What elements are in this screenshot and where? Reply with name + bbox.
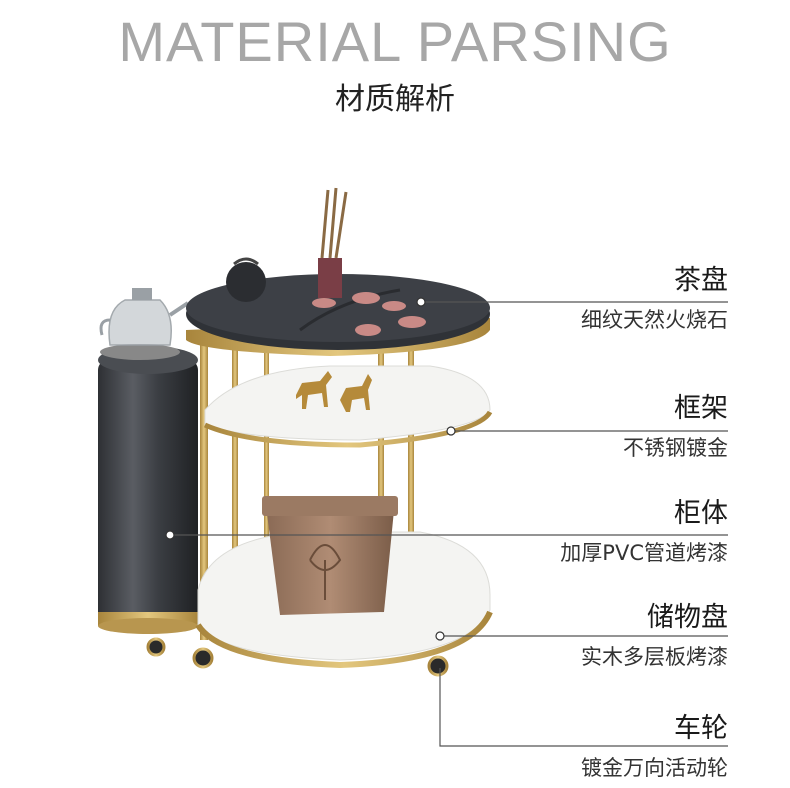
callout-subtitle: 实木多层板烤漆: [581, 645, 728, 669]
callout-title: 柜体: [674, 498, 728, 529]
callout-storage-tray: 储物盘 实木多层板烤漆: [581, 604, 728, 668]
callout-title: 储物盘: [647, 602, 728, 633]
callout-frame: 框架 不锈钢镀金: [623, 395, 728, 459]
callout-subtitle: 加厚PVC管道烤漆: [560, 541, 728, 565]
tea-set: [226, 187, 426, 336]
callout-title: 框架: [674, 393, 728, 424]
callout-dots: [165, 297, 456, 641]
cabinet-body: [98, 346, 198, 634]
glass-kettle: [99, 288, 190, 360]
page-title-en: MATERIAL PARSING: [118, 10, 672, 73]
callout-lines: [170, 301, 728, 747]
callout-title: 茶盘: [674, 265, 728, 296]
gold-frame: [200, 340, 414, 640]
casters: [146, 637, 449, 677]
callout-subtitle: 不锈钢镀金: [623, 436, 728, 460]
callout-subtitle: 细纹天然火烧石: [581, 308, 728, 332]
callout-tea-tray: 茶盘 细纹天然火烧石: [581, 267, 728, 331]
callout-wheels: 车轮 镀金万向活动轮: [581, 715, 728, 779]
gold-ornaments: [296, 371, 372, 412]
waste-bucket: [262, 496, 398, 615]
callout-cabinet: 柜体 加厚PVC管道烤漆: [560, 500, 728, 564]
page-title-cn: 材质解析: [335, 82, 455, 117]
callout-subtitle: 镀金万向活动轮: [581, 756, 728, 780]
callout-title: 车轮: [674, 713, 728, 744]
